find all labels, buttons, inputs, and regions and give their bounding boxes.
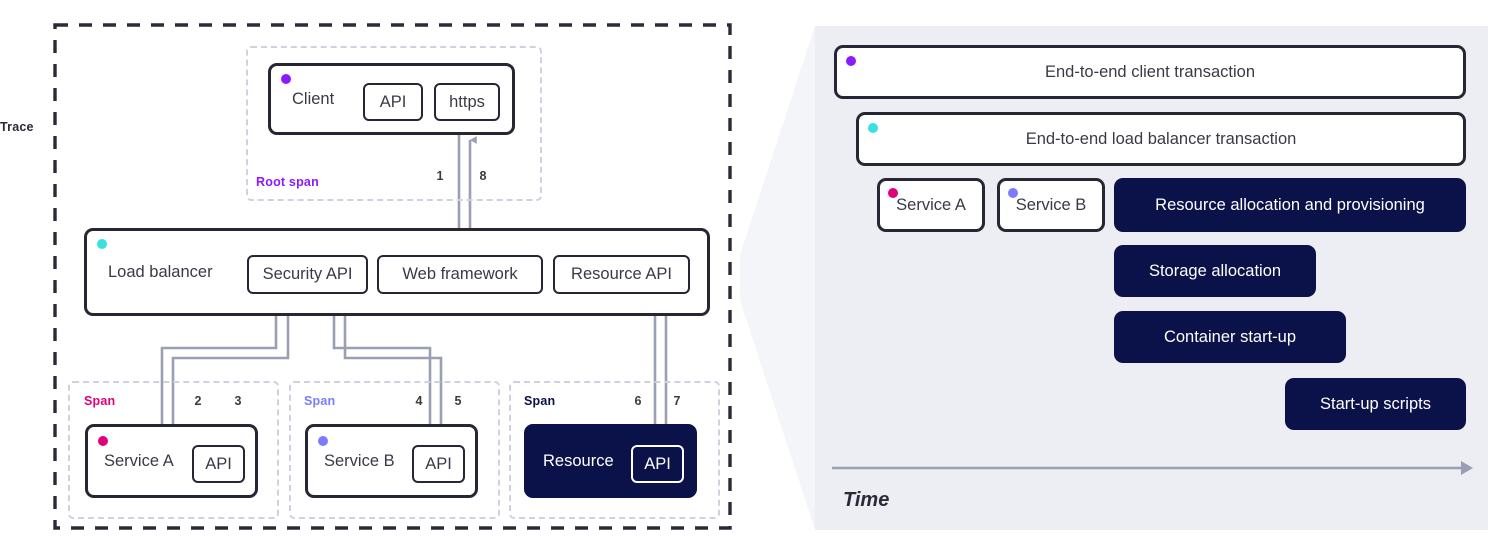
time-axis-label: Time [843,489,890,511]
hop-number-1: 1 [436,169,444,183]
hop-number-3: 3 [234,394,242,408]
client-transaction-dot [846,56,856,66]
client-span-dot [281,74,291,84]
span-container-service-a [68,381,279,519]
timeline-bar-container-startup[interactable]: Container start-up [1114,311,1346,363]
root-span-label: Root span [256,175,319,189]
timeline-bar-label: Resource allocation and provisioning [1155,195,1425,214]
timeline-bar-label: Start-up scripts [1320,394,1431,413]
service-b-node[interactable]: Service B API [305,424,478,498]
trace-label: Trace [0,120,34,134]
service-a-timeline-dot [888,188,898,198]
resource-node[interactable]: Resource API [524,424,697,498]
timeline-bar-service-a[interactable]: Service A [877,178,985,232]
load-balancer-transaction-dot [868,123,878,133]
client-api-chip[interactable]: API [363,83,423,121]
timeline-bar-label: Container start-up [1163,327,1297,346]
load-balancer-title: Load balancer [108,262,213,281]
span-container-resource [509,381,720,519]
resource-api-chip-node[interactable]: API [631,445,684,483]
timeline-bar-label: Storage allocation [1148,261,1282,280]
timeline-bar-label: End-to-end client transaction [1044,62,1256,81]
timeline-bar-label: Service B [1015,195,1087,214]
hop-number-8: 8 [479,169,487,183]
hop-number-6: 6 [634,394,642,408]
timeline-bar-resource-allocation[interactable]: Resource allocation and provisioning [1114,178,1466,232]
hop-number-7: 7 [673,394,681,408]
timeline-bar-load-balancer-transaction[interactable]: End-to-end load balancer transaction [856,112,1466,166]
span-label-service-a: Span [84,394,116,408]
timeline-bar-storage-allocation[interactable]: Storage allocation [1114,245,1316,297]
span-container-service-b [289,381,500,519]
hop-number-2: 2 [194,394,202,408]
client-node[interactable]: Client API https [268,63,515,135]
root-span-container [246,46,542,201]
load-balancer-node[interactable]: Load balancer Security API Web framework… [84,228,710,316]
service-b-span-dot [318,436,328,446]
web-framework-chip[interactable]: Web framework [377,255,543,294]
span-label-service-b: Span [304,394,336,408]
connector-lines [53,23,732,530]
security-api-chip[interactable]: Security API [247,255,368,294]
service-a-node[interactable]: Service A API [85,424,258,498]
timeline-bar-client-transaction[interactable]: End-to-end client transaction [834,45,1466,99]
service-a-title: Service A [104,451,174,470]
service-a-api-chip[interactable]: API [192,445,245,483]
timeline-bar-service-b[interactable]: Service B [997,178,1105,232]
span-label-resource: Span [524,394,556,408]
client-https-chip[interactable]: https [434,83,500,121]
service-b-timeline-dot [1008,188,1018,198]
resource-api-chip[interactable]: Resource API [553,255,690,294]
service-b-api-chip[interactable]: API [412,445,465,483]
service-b-title: Service B [324,451,395,470]
trace-boundary [53,23,732,530]
timeline-bar-startup-scripts[interactable]: Start-up scripts [1285,378,1466,430]
hop-number-4: 4 [415,394,423,408]
timeline-bar-label: End-to-end load balancer transaction [1025,129,1297,148]
service-a-span-dot [98,436,108,446]
client-node-title: Client [292,89,335,108]
resource-title: Resource [543,451,614,470]
timeline-bar-label: Service A [896,195,966,214]
hop-number-5: 5 [454,394,462,408]
load-balancer-span-dot [97,239,107,249]
